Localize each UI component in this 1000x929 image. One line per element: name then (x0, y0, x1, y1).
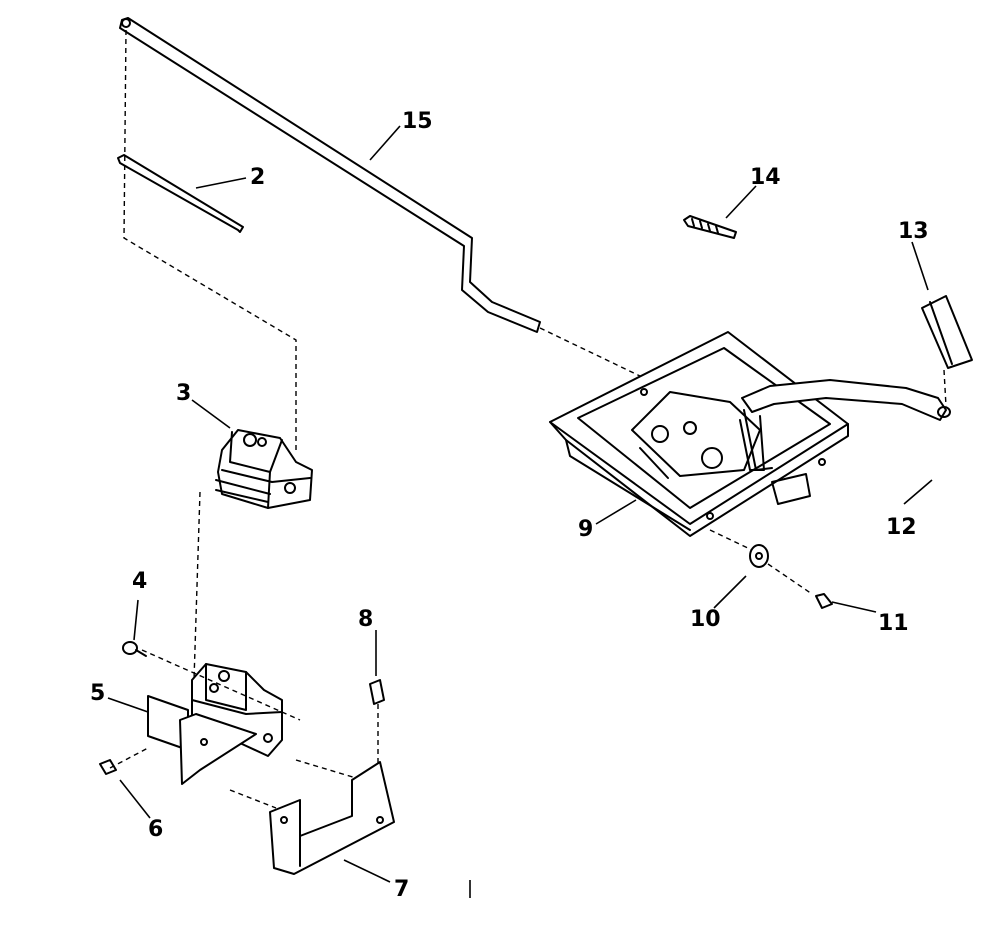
part-13-clip (921, 295, 973, 369)
callout-10: 10 (690, 607, 721, 632)
callout-8: 8 (358, 607, 373, 632)
leader-lines (107, 125, 933, 883)
callout-15: 15 (402, 109, 433, 134)
callout-labels: 15 2 14 13 3 4 5 6 8 7 9 10 11 12 (90, 109, 929, 902)
callout-13: 13 (898, 219, 929, 244)
callout-9: 9 (578, 517, 593, 542)
part-8-screw (369, 679, 385, 705)
callout-6: 6 (148, 817, 163, 842)
part-9-tray (549, 331, 849, 537)
part-10-washer (749, 544, 769, 568)
callout-12: 12 (886, 515, 917, 540)
callout-2: 2 (250, 165, 265, 190)
part-6-nut (99, 759, 117, 775)
callout-3: 3 (176, 381, 191, 406)
part-11-screw (815, 593, 833, 609)
callout-4: 4 (132, 569, 147, 594)
assembly-lines (109, 29, 947, 809)
part-12-lever (739, 379, 951, 471)
part-14-spring (683, 215, 737, 239)
valve-bracket-assembly (179, 663, 283, 785)
callout-5: 5 (90, 681, 105, 706)
callout-11: 11 (878, 611, 909, 636)
part-3-valve (215, 429, 313, 509)
callout-14: 14 (750, 165, 781, 190)
part-2-rod (117, 154, 244, 233)
part-15-rod (119, 17, 541, 333)
part-7-bracket (269, 761, 395, 875)
part-4-screw (122, 641, 147, 657)
callout-7: 7 (394, 877, 409, 902)
